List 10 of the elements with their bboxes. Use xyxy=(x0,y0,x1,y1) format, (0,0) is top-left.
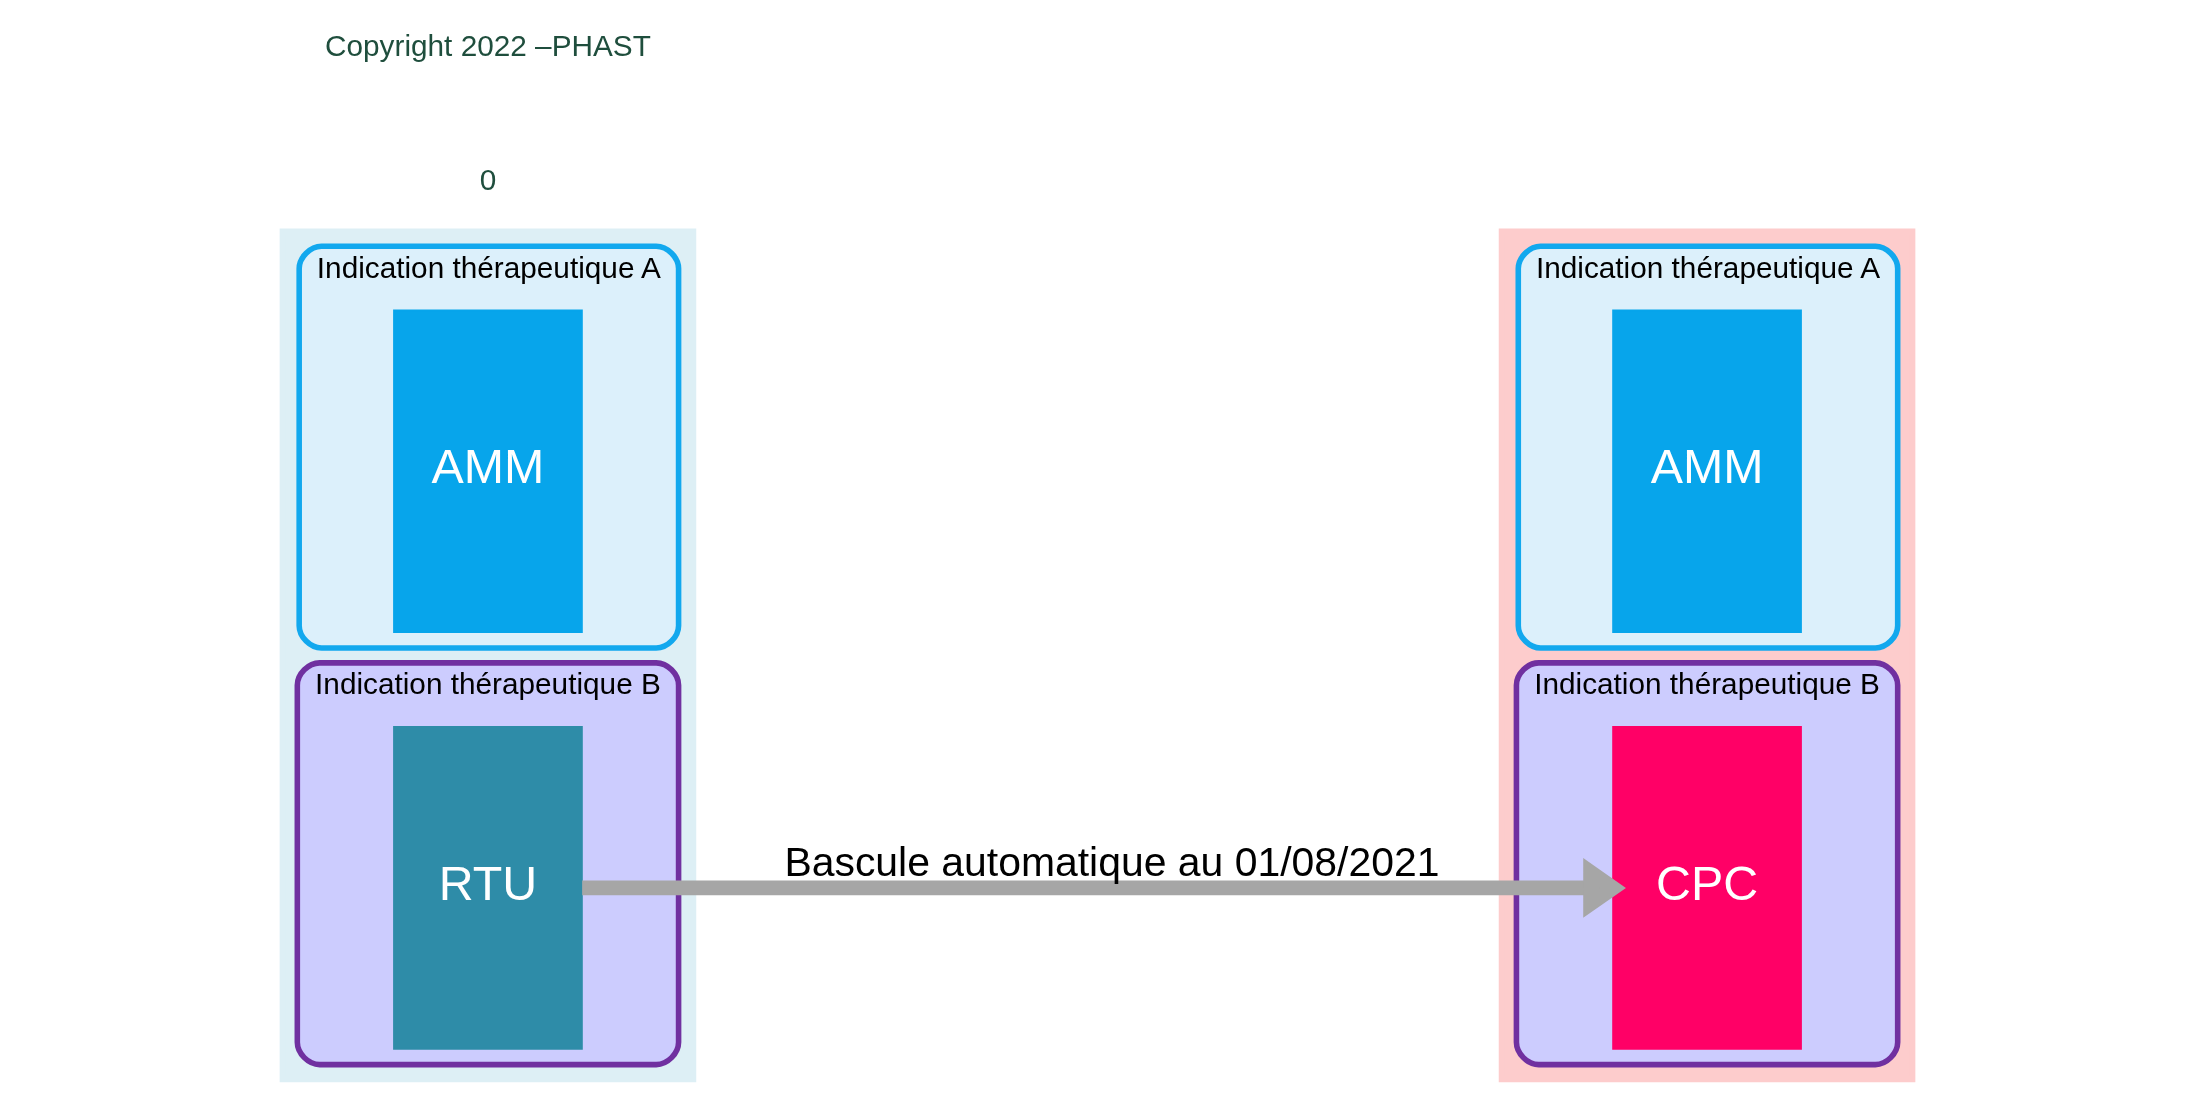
node-box: AMM xyxy=(1611,309,1802,634)
node-box: AMM xyxy=(392,309,583,634)
label: Copyright 2022 –PHAST xyxy=(324,29,651,63)
node-box: CPC xyxy=(1611,726,1802,1050)
arrow xyxy=(581,858,1626,918)
edge-label: Bascule automatique au 01/08/2021 xyxy=(783,839,1439,885)
label: 0 xyxy=(479,163,496,197)
node-box: RTU xyxy=(392,726,583,1050)
cluster xyxy=(279,228,696,1083)
cluster xyxy=(1498,228,1915,1083)
